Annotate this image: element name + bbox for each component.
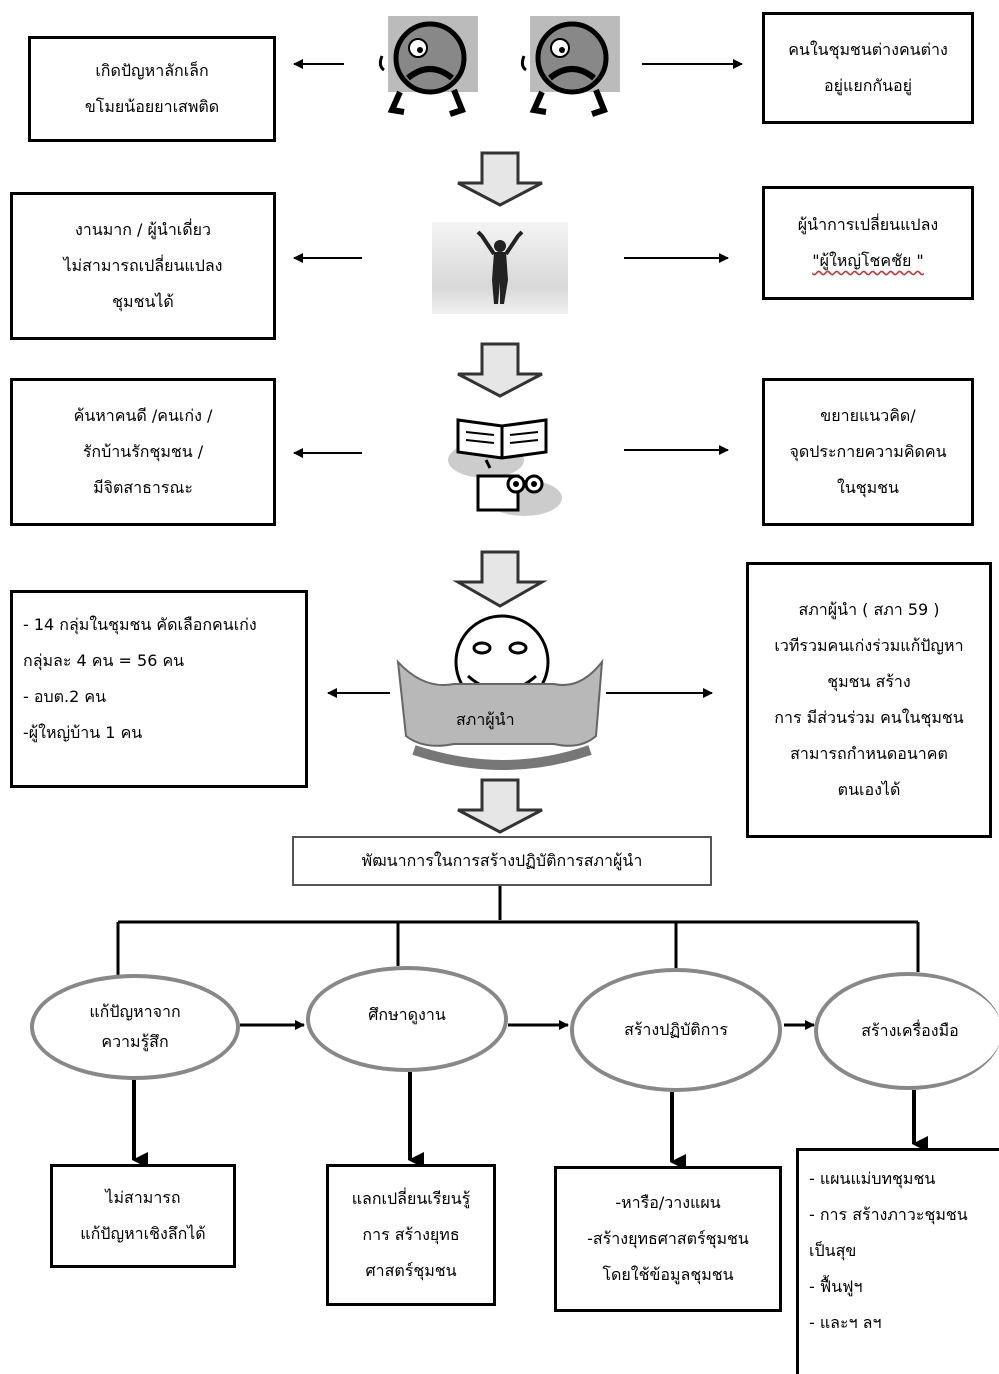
text-line: - และฯ ลฯ: [809, 1313, 882, 1332]
text-line: - 14 กลุ่มในชุมชน คัดเลือกคนเก่ง: [23, 615, 257, 634]
big-down-arrow-3: [452, 550, 548, 608]
text-line: มีจิตสาธารณะ: [93, 478, 193, 497]
text-line: สร้างปฏิบัติการ: [624, 1020, 728, 1039]
text-line: อยู่แยกกันอยู่: [824, 76, 912, 95]
text-line: -หารือ/วางแผน: [615, 1193, 721, 1212]
text-line: -สร้างยุทธศาสตร์ชุมชน: [587, 1229, 749, 1248]
text-line: ศึกษาดูงาน: [368, 1005, 446, 1024]
text-line: ตนเองได้: [837, 780, 901, 799]
result-box-study-visit: แลกเปลี่ยนเรียนรู้ การ สร้างยุทธ ศาสตร์ช…: [326, 1164, 496, 1306]
single-leader-box: งานมาก / ผู้นำเดี่ยว ไม่สามารถเปลี่ยนแปล…: [10, 192, 276, 340]
text-line: สภาผู้นำ ( สภา 59 ): [798, 600, 940, 619]
problem-box: เกิดปัญหาลักเล็ก ขโมยน้อยยาเสพติด: [28, 36, 276, 142]
leader-council-banner-label: สภาผู้นำ: [456, 710, 515, 729]
text-line: ขยายแนวคิด/: [820, 406, 916, 425]
text-line: ศาสตร์ชุมชน: [365, 1261, 457, 1280]
isolation-box: คนในชุมชนต่างคนต่าง อยู่แยกกันอยู่: [762, 12, 974, 124]
silhouette-figure-icon: [432, 222, 568, 314]
sad-face-icon-1: [378, 16, 478, 117]
text-line: ไม่สามารถ: [105, 1188, 181, 1207]
text-line: แก้ปัญหาเชิงลึกได้: [80, 1224, 206, 1243]
text-line: - การ สร้างภาวะชุมชน: [809, 1205, 968, 1224]
text-line: ไม่สามารถเปลี่ยนแปลง: [63, 256, 223, 275]
result-box-feelings: ไม่สามารถ แก้ปัญหาเชิงลึกได้: [50, 1164, 236, 1268]
development-box: พัฒนาการในการสร้างปฏิบัติการสภาผู้นำ: [292, 836, 712, 886]
stage-oval-study-visit: ศึกษาดูงาน: [306, 966, 508, 1072]
text-line: กลุ่มละ 4 คน = 56 คน: [23, 651, 185, 670]
result-box-action: -หารือ/วางแผน -สร้างยุทธศาสตร์ชุมชน โดยใ…: [554, 1166, 782, 1312]
text-line: จุดประกายความคิดคน: [789, 442, 947, 461]
text-line: สร้างเครื่องมือ: [861, 1021, 959, 1040]
text-line: แลกเปลี่ยนเรียนรู้: [351, 1189, 471, 1208]
stage-oval-feelings: แก้ปัญหาจาก ความรู้สึก: [30, 974, 240, 1080]
text-line: เกิดปัญหาลักเล็ก: [95, 61, 209, 80]
big-down-arrow-1: [457, 151, 543, 207]
text-line: การ มีส่วนร่วม คนในชุมชน: [774, 708, 964, 727]
stage-oval-tools: สร้างเครื่องมือ: [814, 972, 999, 1090]
result-box-tools: - แผนแม่บทชุมชน - การ สร้างภาวะชุมชน เป็…: [796, 1148, 999, 1374]
smiley-banner-icon: [396, 614, 604, 770]
text-line: ผู้นำการเปลี่ยนแปลง: [797, 215, 939, 234]
text-line: ขโมยน้อยยาเสพติด: [84, 97, 220, 116]
development-title: พัฒนาการในการสร้างปฏิบัติการสภาผู้นำ: [361, 851, 643, 870]
stage-oval-action: สร้างปฏิบัติการ: [570, 968, 782, 1092]
text-line: ในชุมชน: [837, 478, 899, 497]
change-leader-box: ผู้นำการเปลี่ยนแปลง "ผู้ใหญ่โชคชัย ": [762, 186, 974, 300]
text-line: โดยใช้ข้อมูลชุมชน: [602, 1265, 734, 1284]
sad-face-icon-2: [520, 16, 620, 117]
text-line: แก้ปัญหาจาก: [89, 1002, 181, 1021]
text-line: เวทีรวมคนเก่งร่วมแก้ปัญหา: [774, 636, 964, 655]
text-line: - อบต.2 คน: [23, 687, 107, 706]
text-line: คนในชุมชนต่างคนต่าง: [788, 40, 948, 59]
find-good-people-box: ค้นหาคนดี /คนเก่ง / รักบ้านรักชุมชน / มี…: [10, 378, 276, 526]
text-line: ชุมชนได้: [112, 292, 174, 311]
book-reader-icon: [448, 418, 562, 516]
text-line: สามารถกำหนดอนาคต: [790, 744, 948, 763]
group-selection-box: - 14 กลุ่มในชุมชน คัดเลือกคนเก่ง กลุ่มละ…: [10, 590, 308, 788]
text-line: - แผนแม่บทชุมชน: [809, 1169, 936, 1188]
text-line: ความรู้สึก: [101, 1032, 169, 1051]
text-line: รักบ้านรักชุมชน /: [82, 442, 204, 461]
text-line: ค้นหาคนดี /คนเก่ง /: [73, 406, 213, 425]
big-down-arrow-2: [457, 342, 543, 398]
text-line: งานมาก / ผู้นำเดี่ยว: [74, 220, 212, 239]
leader-council-box: สภาผู้นำ ( สภา 59 ) เวทีรวมคนเก่งร่วมแก้…: [746, 562, 992, 838]
text-line: เป็นสุข: [809, 1241, 857, 1260]
expand-idea-box: ขยายแนวคิด/ จุดประกายความคิดคน ในชุมชน: [762, 378, 974, 526]
text-line: -ผู้ใหญ่บ้าน 1 คน: [23, 723, 143, 742]
text-line: - ฟื้นฟูฯ: [809, 1277, 863, 1296]
text-line: การ สร้างยุทธ: [362, 1225, 460, 1244]
text-line: "ผู้ใหญ่โชคชัย ": [812, 251, 924, 270]
big-down-arrow-4: [457, 778, 543, 834]
text-line: ชุมชน สร้าง: [827, 672, 911, 691]
